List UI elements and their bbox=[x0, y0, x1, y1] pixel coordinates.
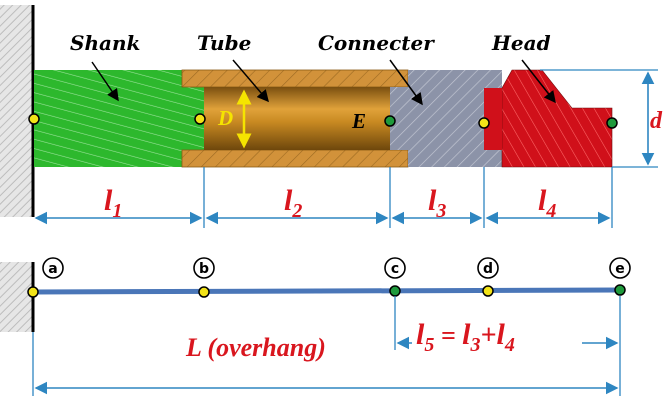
svg-text:d: d bbox=[483, 261, 493, 277]
label-tube: Tube bbox=[197, 31, 251, 55]
beam-node-c bbox=[389, 285, 401, 297]
label-l1: l1 bbox=[104, 184, 122, 222]
node-tag-d: d bbox=[477, 257, 499, 279]
assembly-node-b bbox=[194, 113, 206, 125]
pointer-tube bbox=[232, 59, 269, 103]
beam-node-d bbox=[482, 285, 494, 297]
beam-node-a bbox=[27, 286, 39, 298]
beam-node-e bbox=[614, 284, 626, 296]
symbol-d: d bbox=[650, 108, 663, 134]
svg-text:e: e bbox=[615, 261, 625, 277]
symbol-E: E bbox=[351, 109, 366, 133]
label-l4: l4 bbox=[538, 184, 556, 222]
shank-body bbox=[34, 70, 204, 167]
label-overhang: L (overhang) bbox=[185, 333, 326, 362]
label-l5-equation: l5 = l3+l4 bbox=[416, 318, 515, 356]
pointer-shank bbox=[91, 61, 119, 102]
node-tag-a: a bbox=[42, 257, 64, 279]
wall-support-top bbox=[0, 5, 32, 217]
node-tag-c: c bbox=[384, 257, 406, 279]
label-shank: Shank bbox=[70, 31, 140, 55]
beam-line bbox=[30, 287, 623, 295]
tube-bottom-flange bbox=[181, 149, 409, 168]
label-connecter: Connecter bbox=[318, 31, 435, 55]
label-l2: l2 bbox=[284, 184, 302, 222]
label-l3: l3 bbox=[428, 184, 446, 222]
pointer-head bbox=[521, 59, 556, 104]
svg-text:b: b bbox=[199, 261, 209, 277]
assembly-node-d bbox=[478, 117, 490, 129]
head-neck bbox=[484, 88, 502, 150]
l5-label-bg bbox=[412, 312, 582, 354]
assembly-node-a bbox=[28, 113, 40, 125]
tube-top-flange bbox=[181, 69, 409, 88]
assembly-node-e bbox=[606, 117, 618, 129]
beam-node-b bbox=[198, 286, 210, 298]
assembly-node-c bbox=[384, 115, 396, 127]
wall-support-bottom bbox=[0, 262, 32, 332]
label-head: Head bbox=[491, 31, 551, 55]
symbol-D: D bbox=[217, 106, 233, 130]
svg-text:a: a bbox=[48, 261, 57, 277]
head-body bbox=[501, 69, 613, 168]
node-tag-b: b bbox=[193, 257, 215, 279]
tube-body bbox=[204, 87, 390, 150]
svg-text:c: c bbox=[391, 261, 399, 277]
node-tag-e: e bbox=[609, 257, 631, 279]
pointer-connecter bbox=[389, 59, 423, 106]
